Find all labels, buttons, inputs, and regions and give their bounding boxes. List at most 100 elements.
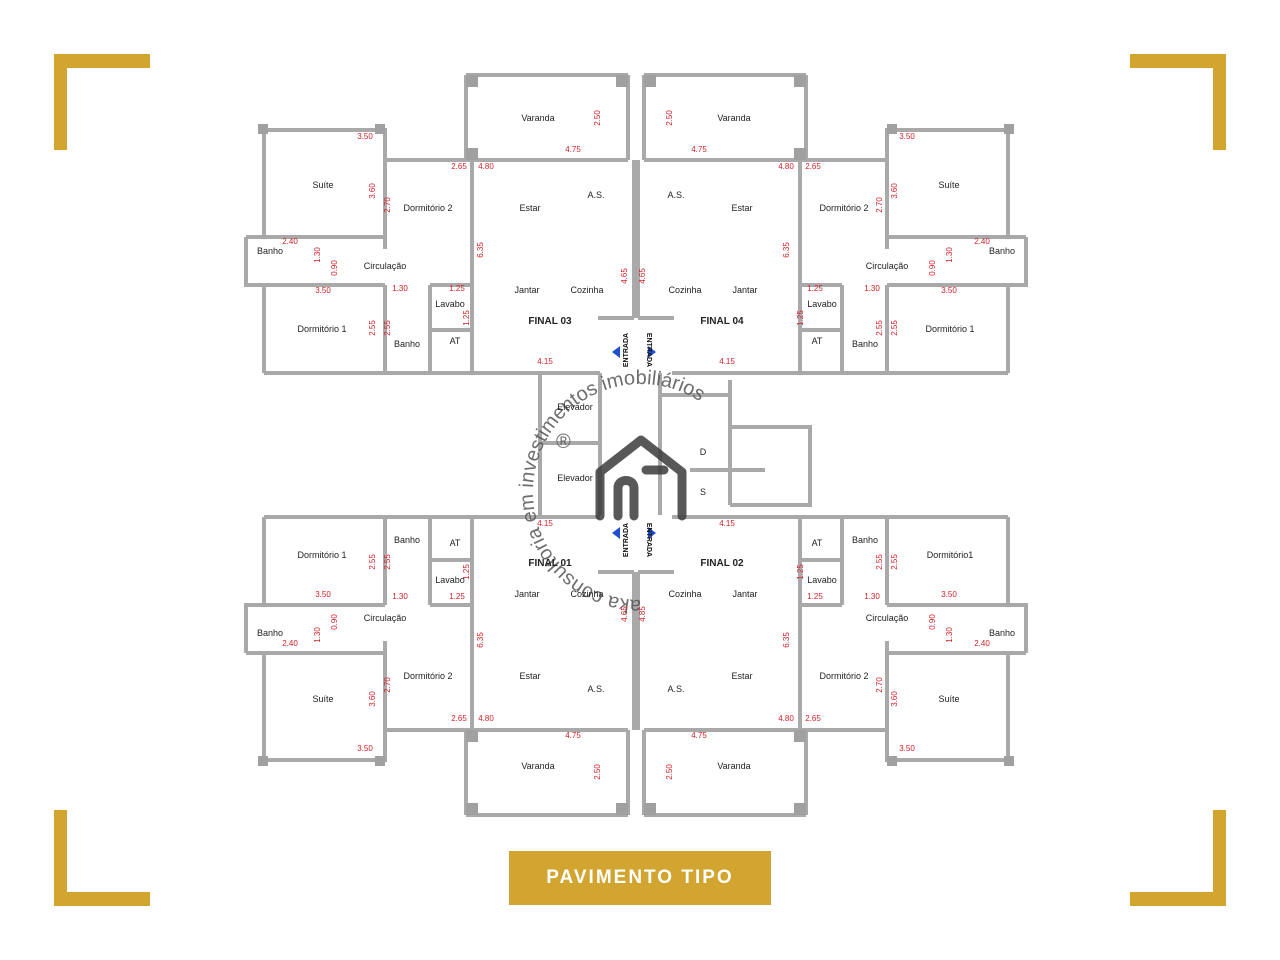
dimension-label: 2.55 <box>383 320 392 336</box>
dimension-label: 3.50 <box>941 286 957 295</box>
dimension-label: 1.25 <box>449 284 465 293</box>
room-label: AT <box>812 538 823 548</box>
dimension-label: 2.40 <box>974 639 990 648</box>
pillar <box>794 803 806 815</box>
room-label: Dormitório 1 <box>297 324 346 334</box>
dimension-label: 4.65 <box>620 268 629 284</box>
room-label: Dormitório 1 <box>925 324 974 334</box>
room-label: Circulação <box>866 261 909 271</box>
pillar <box>1004 124 1014 134</box>
dimension-label: 2.70 <box>875 197 884 213</box>
unit-pillars-3 <box>644 730 1014 815</box>
dimension-label: 0.90 <box>330 260 339 276</box>
room-label: Varanda <box>521 113 554 123</box>
room-label: Circulação <box>866 613 909 623</box>
room-label: Jantar <box>514 285 539 295</box>
elevator-label: Elevador <box>557 402 593 412</box>
dimension-label: 1.30 <box>945 627 954 643</box>
dimension-label: 2.50 <box>593 764 602 780</box>
room-label: Jantar <box>514 589 539 599</box>
dimension-label: 2.65 <box>805 162 821 171</box>
dimension-label: 2.55 <box>875 320 884 336</box>
dimension-label: 2.70 <box>383 197 392 213</box>
dimension-label: 4.75 <box>565 731 581 740</box>
room-label: Banho <box>989 246 1015 256</box>
wall <box>244 237 266 373</box>
unit-walls-0 <box>244 73 636 375</box>
room-label: A.S. <box>667 190 684 200</box>
core-wall <box>730 425 812 507</box>
dimension-label: 2.70 <box>383 677 392 693</box>
dimension-label: 1.30 <box>864 592 880 601</box>
dimension-label: 0.90 <box>928 260 937 276</box>
room-label: Dormitório 2 <box>819 671 868 681</box>
room-label: Cozinha <box>570 285 603 295</box>
dimension-label: 2.50 <box>593 110 602 126</box>
unit-pillars-1 <box>644 75 1014 160</box>
room-label: Dormitório 1 <box>297 550 346 560</box>
dimension-label: 2.65 <box>451 162 467 171</box>
dimension-label: 2.65 <box>451 714 467 723</box>
dimension-label: 3.50 <box>315 286 331 295</box>
room-label: Lavabo <box>807 299 837 309</box>
dimension-label: 3.60 <box>890 183 899 199</box>
dimension-label: 6.35 <box>476 632 485 648</box>
wall <box>244 517 266 653</box>
pillar <box>375 756 385 766</box>
dimension-label: 4.15 <box>719 357 735 366</box>
dimension-label: 4.80 <box>478 162 494 171</box>
unit-pillars-0 <box>258 75 628 160</box>
dimension-label: 3.50 <box>315 590 331 599</box>
room-label: Suíte <box>312 694 333 704</box>
room-label: Suíte <box>938 180 959 190</box>
dimension-label: 4.15 <box>537 519 553 528</box>
pillar <box>794 730 806 742</box>
room-label: Jantar <box>732 285 757 295</box>
dimension-label: 1.25 <box>449 592 465 601</box>
dimension-label: 2.55 <box>368 554 377 570</box>
room-label: Banho <box>852 339 878 349</box>
room-label: AT <box>450 336 461 346</box>
pillar <box>616 75 628 87</box>
dimension-label: 2.40 <box>282 237 298 246</box>
dimension-label: 6.35 <box>782 632 791 648</box>
dimension-label: 2.55 <box>383 554 392 570</box>
room-label: Dormitório 2 <box>403 203 452 213</box>
dimension-label: 3.60 <box>890 691 899 707</box>
dimension-label: 1.25 <box>796 564 805 580</box>
room-label: Varanda <box>521 761 554 771</box>
pillar <box>258 756 268 766</box>
room-label: Banho <box>257 246 283 256</box>
dimension-label: 1.25 <box>462 310 471 326</box>
dimension-label: 2.55 <box>890 554 899 570</box>
entrance-label: ENTRADA <box>623 523 630 557</box>
dimension-label: 4.80 <box>778 714 794 723</box>
dimension-label: 1.25 <box>807 592 823 601</box>
room-label: Estar <box>731 671 752 681</box>
pillar <box>258 124 268 134</box>
dimension-label: 4.15 <box>537 357 553 366</box>
dimension-label: 6.35 <box>782 242 791 258</box>
corner-bracket-top-left <box>54 54 150 150</box>
pillar <box>794 75 806 87</box>
room-label: Banho <box>394 535 420 545</box>
dimension-label: 0.90 <box>330 614 339 630</box>
walls <box>244 73 1028 817</box>
dimension-label: 2.40 <box>974 237 990 246</box>
dimension-label: 4.65 <box>638 268 647 284</box>
unit-pillars-2 <box>258 730 628 815</box>
wall <box>800 128 1008 162</box>
page-title: PAVIMENTO TIPO <box>546 867 734 888</box>
room-label: Banho <box>989 628 1015 638</box>
room-label: Banho <box>852 535 878 545</box>
dimension-label: 2.50 <box>665 764 674 780</box>
room-label: Estar <box>519 671 540 681</box>
dimension-label: 4.75 <box>691 731 707 740</box>
dimension-label: 1.30 <box>392 592 408 601</box>
dimension-label: 4.65 <box>620 606 629 622</box>
dimension-label: 3.60 <box>368 691 377 707</box>
watermark: aka consultoria em investimentos imobili… <box>516 367 709 617</box>
wall <box>264 128 472 162</box>
pillar <box>644 75 656 87</box>
elevator-label: Elevador <box>557 473 593 483</box>
